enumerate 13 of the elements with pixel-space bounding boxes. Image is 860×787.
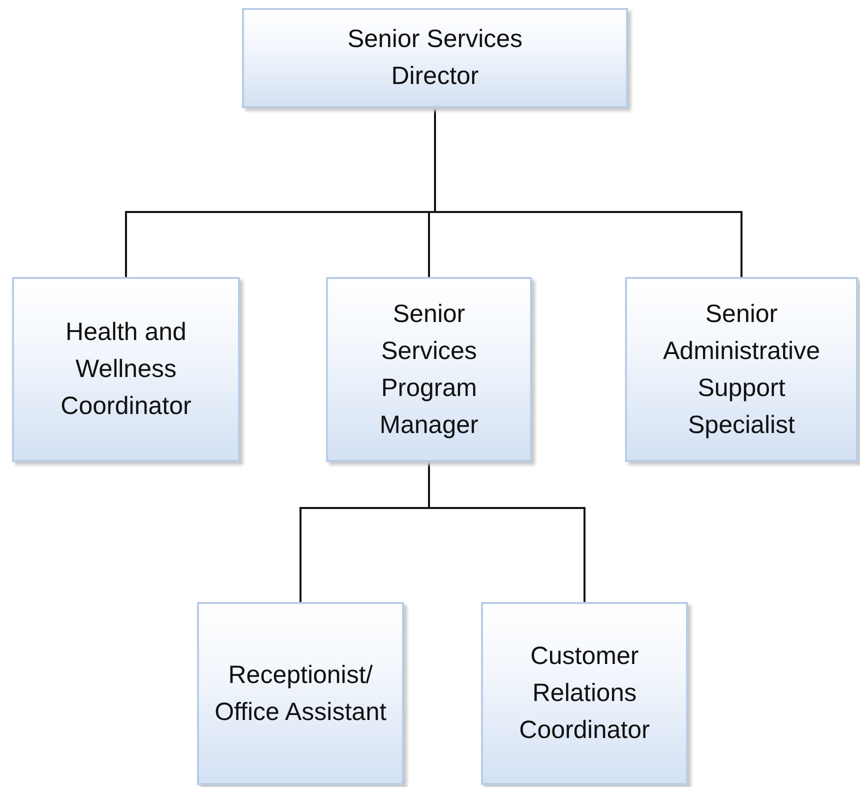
position-box (625, 277, 858, 462)
position-box (326, 277, 532, 462)
connector-line (428, 462, 586, 602)
position-box (197, 602, 404, 785)
position-title: Health and Wellness Coordinator (60, 317, 192, 422)
position-title: Senior Services Director (346, 24, 524, 92)
position-box (12, 277, 240, 462)
position-title: Senior Services Program Manager (378, 298, 480, 440)
position-box (481, 602, 688, 785)
position-title: Receptionist/ Office Assistant (214, 660, 388, 728)
position-box (242, 8, 628, 108)
position-title: Customer Relations Coordinator (518, 641, 651, 746)
position-title: Senior Administrative Support Specialist (662, 298, 821, 440)
